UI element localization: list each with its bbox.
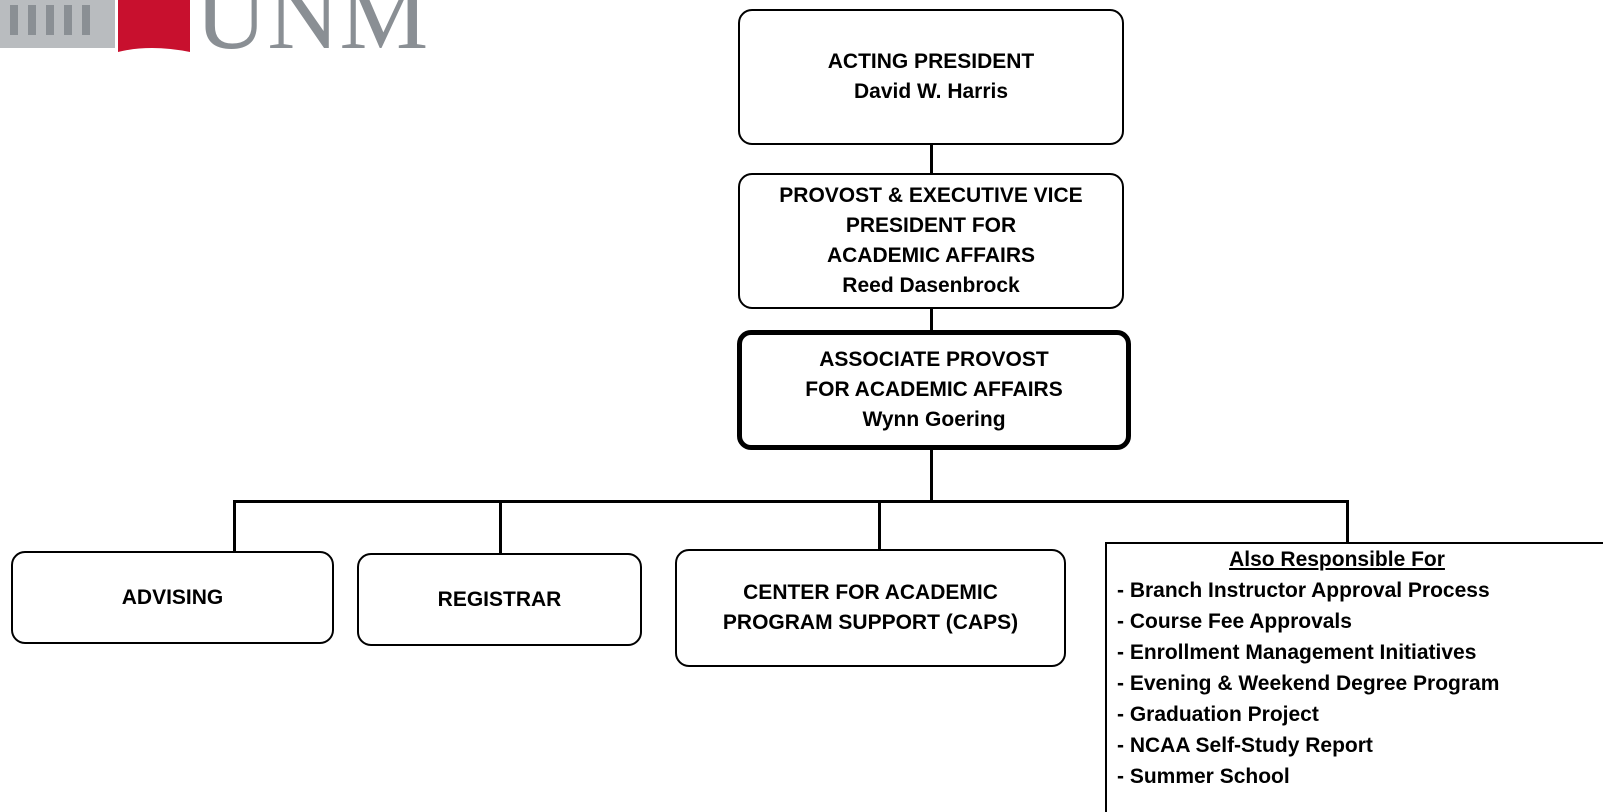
connector-advising: [233, 500, 236, 552]
caps-label-line-2: PROGRAM SUPPORT (CAPS): [722, 611, 1019, 634]
registrar-label: REGISTRAR: [437, 587, 562, 611]
also-responsible-header: Also Responsible For: [1229, 548, 1445, 571]
logo-text: UNM: [195, 0, 428, 60]
caps-label-line-1: CENTER FOR ACADEMIC: [743, 581, 998, 604]
connector-caps: [878, 500, 881, 550]
logo-building-icon: [0, 0, 190, 52]
also-responsible-box: Also Responsible For - Branch Instructor…: [1105, 542, 1603, 812]
list-item: - Branch Instructor Approval Process: [1117, 579, 1490, 602]
also-responsible-list: - Branch Instructor Approval Process - C…: [1117, 575, 1603, 792]
provost-title-line-1: PROVOST & EXECUTIVE VICE: [779, 184, 1083, 207]
registrar-box: REGISTRAR: [357, 553, 642, 646]
connector-horizontal: [233, 500, 1349, 503]
caps-box: CENTER FOR ACADEMIC PROGRAM SUPPORT (CAP…: [675, 549, 1066, 667]
associate-provost-box: ASSOCIATE PROVOST FOR ACADEMIC AFFAIRS W…: [737, 330, 1131, 450]
list-item: - Enrollment Management Initiatives: [1117, 641, 1477, 664]
connector-provost-associate: [930, 308, 933, 334]
connector-also: [1346, 500, 1349, 544]
acting-president-name: David W. Harris: [853, 80, 1009, 103]
connector-registrar: [499, 500, 502, 554]
connector-associate-down: [930, 447, 933, 502]
associate-provost-name: Wynn Goering: [862, 408, 1006, 431]
unm-logo: UNM: [0, 0, 428, 60]
connector-president-provost: [930, 144, 933, 174]
acting-president-title: ACTING PRESIDENT: [827, 50, 1035, 73]
list-item: - Course Fee Approvals: [1117, 610, 1352, 633]
advising-box: ADVISING: [11, 551, 334, 644]
list-item: - Summer School: [1117, 765, 1290, 788]
list-item: - Evening & Weekend Degree Program: [1117, 672, 1500, 695]
list-item: - NCAA Self-Study Report: [1117, 734, 1373, 757]
associate-provost-title-line-2: FOR ACADEMIC AFFAIRS: [805, 378, 1063, 401]
acting-president-box: ACTING PRESIDENT David W. Harris: [738, 9, 1124, 145]
advising-label: ADVISING: [121, 585, 224, 609]
provost-box: PROVOST & EXECUTIVE VICE PRESIDENT FOR A…: [738, 173, 1124, 309]
provost-name: Reed Dasenbrock: [842, 274, 1020, 297]
provost-title-line-2: PRESIDENT FOR: [845, 214, 1017, 237]
associate-provost-title-line-1: ASSOCIATE PROVOST: [819, 348, 1049, 371]
list-item: - Graduation Project: [1117, 703, 1319, 726]
provost-title-line-3: ACADEMIC AFFAIRS: [826, 244, 1036, 267]
